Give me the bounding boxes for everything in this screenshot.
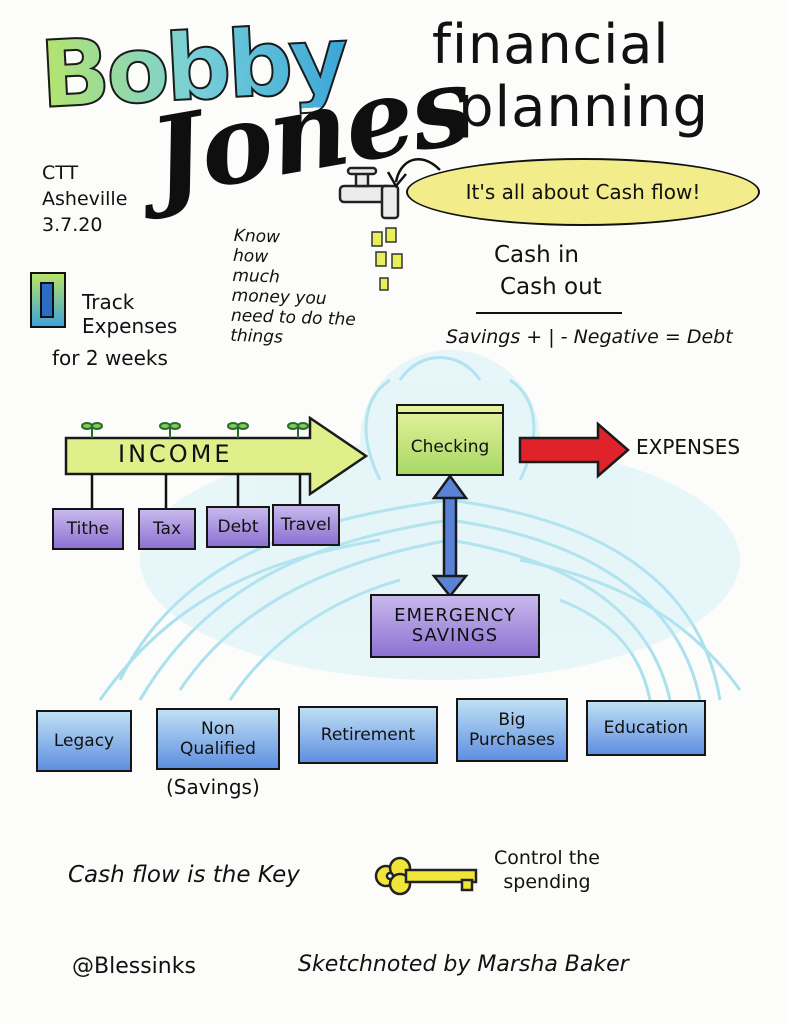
branch-tax: Tax: [138, 508, 196, 550]
bucket-big-purchases: Big Purchases: [456, 698, 568, 762]
know-note: Know how much money you need to do the t…: [230, 226, 359, 350]
checking-titlebar: [398, 412, 502, 414]
income-label: INCOME: [118, 440, 233, 468]
cash-in-label: Cash in: [494, 242, 579, 268]
page-title-line2: planning: [458, 80, 709, 136]
notebook-inner-icon: [40, 282, 54, 318]
cash-flow-key-text: Cash flow is the Key: [68, 862, 300, 888]
control-line: Control the: [494, 846, 600, 870]
key-icon: [376, 858, 476, 894]
track-line: Track: [82, 290, 177, 314]
page-title-line1: financial: [432, 18, 669, 72]
cash-divider: [476, 312, 622, 314]
bucket-legacy: Legacy: [36, 710, 132, 772]
artist-credit: Sketchnoted by Marsha Baker: [298, 952, 629, 977]
emergency-savings-box: EMERGENCY SAVINGS: [370, 594, 540, 658]
branch-tithe: Tithe: [52, 508, 124, 550]
event-date: 3.7.20: [42, 212, 127, 238]
branch-debt: Debt: [206, 506, 270, 548]
emergency-line: EMERGENCY: [394, 606, 516, 626]
track-line-3: for 2 weeks: [52, 346, 168, 370]
cash-flow-bubble-text: It's all about Cash flow!: [466, 180, 701, 204]
cash-drops-icon: [372, 228, 402, 290]
non-qualified-note: (Savings): [166, 775, 260, 799]
checking-box: Checking: [396, 404, 504, 476]
event-meta: CTT Asheville 3.7.20: [42, 160, 127, 238]
track-line: Expenses: [82, 314, 177, 338]
sprout-icons: [82, 423, 308, 438]
bucket-retirement: Retirement: [298, 706, 438, 764]
cash-flow-bubble: It's all about Cash flow!: [406, 158, 760, 226]
track-note: Track Expenses: [82, 290, 177, 338]
event-city: Asheville: [42, 186, 127, 212]
bucket-education: Education: [586, 700, 706, 756]
cash-out-label: Cash out: [500, 274, 602, 300]
artist-handle: @Blessinks: [72, 954, 196, 979]
bucket-non-qualified: Non Qualified: [156, 708, 280, 770]
expenses-label: EXPENSES: [636, 435, 740, 459]
event-org: CTT: [42, 160, 127, 186]
branch-travel: Travel: [272, 504, 340, 546]
emergency-line: SAVINGS: [394, 626, 516, 646]
control-spending-note: Control the spending: [494, 846, 600, 894]
control-line: spending: [494, 870, 600, 894]
savings-equation: Savings + | - Negative = Debt: [446, 326, 733, 348]
